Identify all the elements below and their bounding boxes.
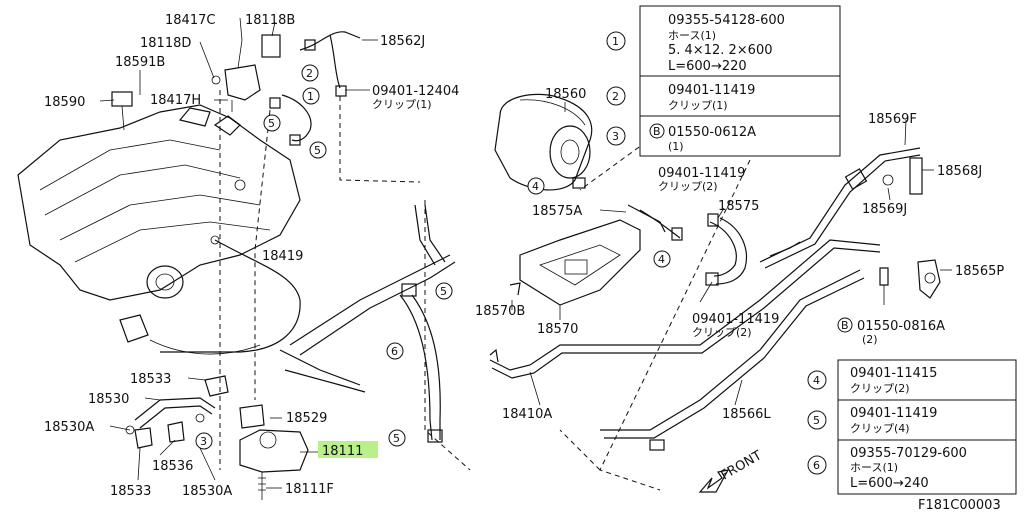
legend-1-num: 1 [612, 35, 619, 48]
hose-18562j [299, 31, 361, 51]
legend-6-line-1: 09355-70129-600 [850, 446, 967, 461]
callout-5-c: 5 [440, 285, 447, 298]
legend-3-line-1: 01550-0612A [668, 125, 756, 140]
legend-1-line-4: L=600→220 [668, 59, 747, 74]
label-18530: 18530 [88, 392, 129, 407]
label-18529: 18529 [286, 411, 327, 426]
label-18410a: 18410A [502, 407, 552, 422]
label-18111f: 18111F [285, 482, 334, 497]
legend-3-line-2: (1) [668, 140, 684, 153]
callouts: 2 1 5 5 5 6 5 4 4 3 B [195, 64, 853, 450]
callout-4-b: 4 [658, 253, 665, 266]
legend-4-num: 4 [813, 374, 820, 387]
callout-6: 6 [391, 345, 398, 358]
legend-6-line-2: ホース(1) [850, 461, 898, 474]
legend-top: 1 09355-54128-600 ホース(1) 5. 4×12. 2×600 … [606, 5, 841, 157]
legend-1-line-1: 09355-54128-600 [668, 13, 785, 28]
legend-bottom: 4 09401-11415 クリップ(2) 5 09401-11419 クリップ… [807, 359, 1017, 495]
legend-4-line-1: 09401-11415 [850, 366, 937, 381]
callout-2: 2 [306, 67, 313, 80]
callout-4-a: 4 [532, 180, 539, 193]
legend-2-line-1: 09401-11419 [668, 83, 755, 98]
highlight-18111 [318, 441, 378, 458]
label-18575a: 18575A [532, 204, 582, 219]
label-18560: 18560 [545, 87, 586, 102]
label-clip-1: クリップ(1) [372, 98, 432, 111]
label-18111: 18111 [322, 444, 363, 459]
label-09401-12404: 09401-12404 [372, 84, 459, 99]
label-18570b: 18570B [475, 304, 525, 319]
callout-5-a: 5 [268, 117, 275, 130]
front-arrow [698, 469, 730, 493]
label-18530a-bottom: 18530A [182, 484, 232, 499]
legend-2-num: 2 [612, 90, 619, 103]
legend-3-bolt: B [653, 125, 661, 138]
legend-2-line-2: クリップ(1) [668, 99, 728, 112]
callout-5-b: 5 [314, 144, 321, 157]
label-09401-11419-a: 09401-11419 [658, 166, 745, 181]
label-18568j: 18568J [937, 164, 982, 179]
legend-4-line-2: クリップ(2) [850, 382, 910, 395]
label-figure-code: F181C00003 [918, 498, 1001, 512]
label-18591b: 18591B [115, 55, 165, 70]
label-18575: 18575 [718, 199, 759, 214]
label-18417c: 18417C [165, 13, 215, 28]
label-18569j: 18569J [862, 202, 907, 217]
legend-1-line-2: ホース(1) [668, 29, 716, 42]
canister-18560 [494, 93, 593, 191]
legend-6-num: 6 [813, 459, 820, 472]
legend-5-line-1: 09401-11419 [850, 406, 937, 421]
clip-18565p [917, 259, 941, 299]
legend-5-line-2: クリップ(4) [850, 422, 910, 435]
label-09401-11419-b: 09401-11419 [692, 312, 779, 327]
label-clip-2a: クリップ(2) [658, 180, 718, 193]
pipe-18566l [489, 239, 881, 371]
label-18417h: 18417H [150, 93, 201, 108]
label-18533-bottom: 18533 [110, 484, 151, 499]
bracket-18570 [519, 219, 641, 306]
valve-18111 [239, 429, 309, 473]
label-18565p: 18565P [955, 264, 1004, 279]
hose-18575 [709, 221, 737, 277]
label-01550-0816a: 01550-0816A [857, 319, 945, 334]
label-front: FRONT [719, 448, 765, 483]
legend-3-num: 3 [612, 130, 619, 143]
legend-6-line-3: L=600→240 [850, 476, 929, 491]
pipe-18419 [160, 239, 301, 353]
legend-5-num: 5 [813, 414, 820, 427]
callout-5-d: 5 [393, 432, 400, 445]
label-18533-top: 18533 [130, 372, 171, 387]
intake-manifold [17, 34, 301, 355]
label-18590: 18590 [44, 95, 85, 110]
label-clip-2b: クリップ(2) [692, 326, 752, 339]
label-18569f: 18569F [868, 112, 917, 127]
label-18118b: 18118B [245, 13, 295, 28]
label-qty-2: (2) [862, 333, 878, 346]
label-18536: 18536 [152, 459, 193, 474]
part-labels: 18417C 18118B 18118D 18591B 18590 18417H… [44, 13, 1004, 512]
pipe-18530 [134, 397, 216, 421]
callout-b-diagram: B [841, 319, 849, 332]
label-18118d: 18118D [140, 36, 191, 51]
callout-3: 3 [200, 435, 207, 448]
label-18570: 18570 [537, 322, 578, 337]
label-18562j: 18562J [380, 34, 425, 49]
label-18419: 18419 [262, 249, 303, 264]
label-18530a-left: 18530A [44, 420, 94, 435]
legend-1-line-3: 5. 4×12. 2×600 [668, 43, 772, 58]
callout-1: 1 [307, 90, 314, 103]
label-18566l: 18566L [722, 407, 771, 422]
